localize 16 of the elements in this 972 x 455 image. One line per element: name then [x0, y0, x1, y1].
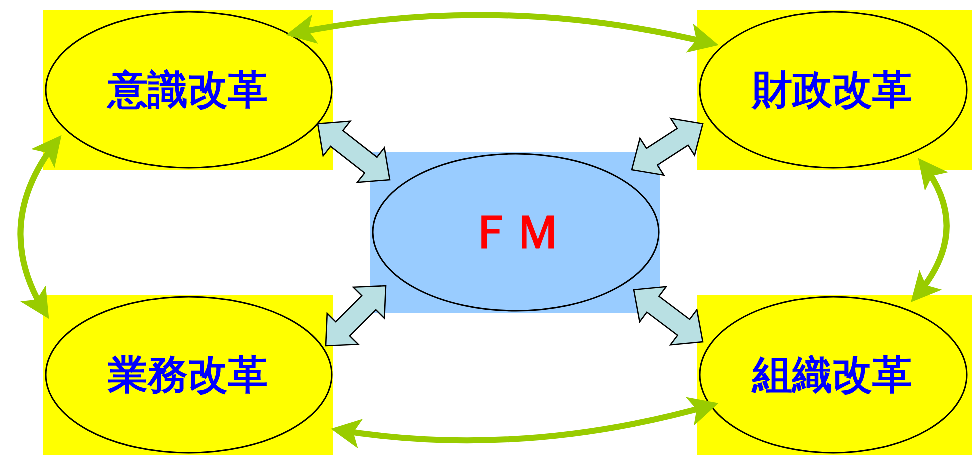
ellipse-node: [43, 295, 333, 455]
curved-arrow: [18, 135, 62, 320]
node-label: 財政改革: [750, 66, 914, 116]
block-arrow: [633, 286, 704, 346]
node-label: 業務改革: [106, 352, 269, 400]
node-label: ＦＭ: [468, 204, 562, 260]
block-arrow: [317, 120, 391, 184]
node-label: 組織改革: [750, 352, 914, 400]
block-arrow: [631, 118, 704, 176]
curved-arrow: [911, 158, 950, 303]
node-label: 意識改革: [106, 66, 269, 116]
block-arrow: [325, 285, 387, 347]
curved-arrow: [331, 396, 719, 448]
ellipse-node: [43, 10, 333, 170]
ellipse-node: [370, 152, 660, 313]
curved-arrow: [286, 12, 719, 54]
